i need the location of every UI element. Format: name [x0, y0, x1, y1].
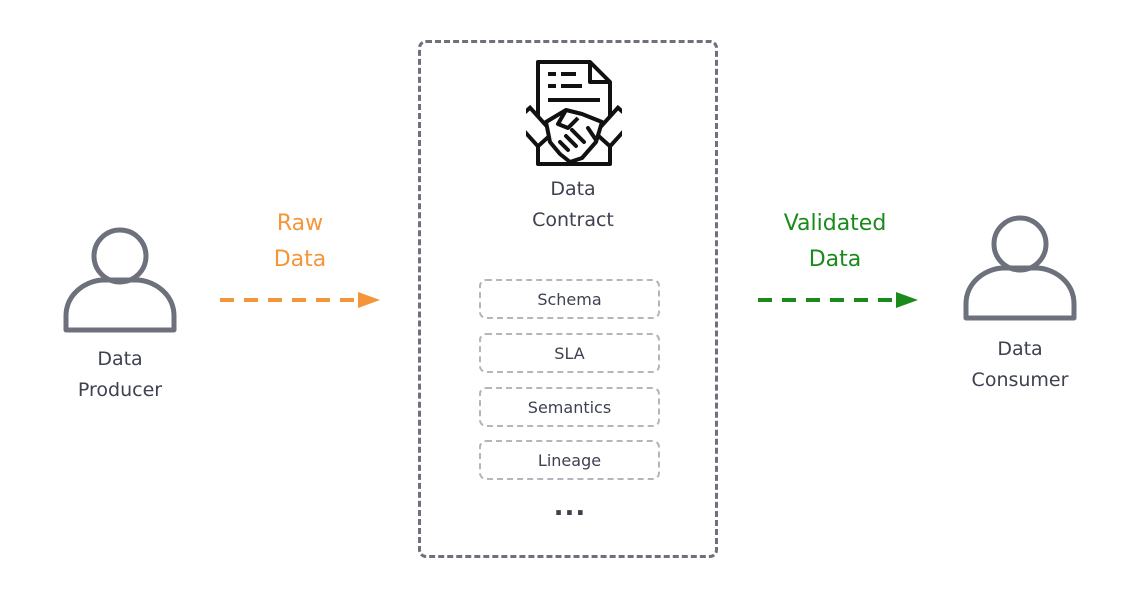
raw-data-arrow: [220, 292, 380, 308]
producer-label-line2: Producer: [77, 379, 163, 401]
consumer-label: Data Consumer: [960, 334, 1080, 396]
contract-handshake-icon: [526, 60, 622, 166]
contract-section-schema: Schema: [479, 279, 660, 319]
data-contract-container: [418, 40, 718, 558]
contract-title-line2: Contract: [532, 209, 614, 231]
contract-section-lineage: Lineage: [479, 440, 660, 480]
contract-title: Data Contract: [518, 174, 628, 236]
consumer-label-line1: Data: [997, 338, 1043, 360]
validated-data-label-line2: Data: [808, 247, 862, 272]
validated-data-label: Validated Data: [770, 206, 900, 278]
producer-label-line1: Data: [97, 348, 143, 370]
raw-data-label-line1: Raw: [276, 211, 324, 236]
validated-data-arrow: [758, 292, 918, 308]
raw-data-label-line2: Data: [273, 247, 327, 272]
contract-title-line1: Data: [550, 178, 596, 200]
raw-data-label: Raw Data: [250, 206, 350, 278]
contract-section-sla: SLA: [479, 333, 660, 373]
producer-person-icon: [63, 227, 177, 333]
validated-data-label-line1: Validated: [783, 211, 887, 236]
consumer-person-icon: [963, 215, 1077, 321]
consumer-label-line2: Consumer: [971, 369, 1069, 391]
contract-sections-ellipsis: ...: [553, 492, 587, 522]
contract-section-semantics: Semantics: [479, 387, 660, 427]
producer-label: Data Producer: [60, 344, 180, 406]
